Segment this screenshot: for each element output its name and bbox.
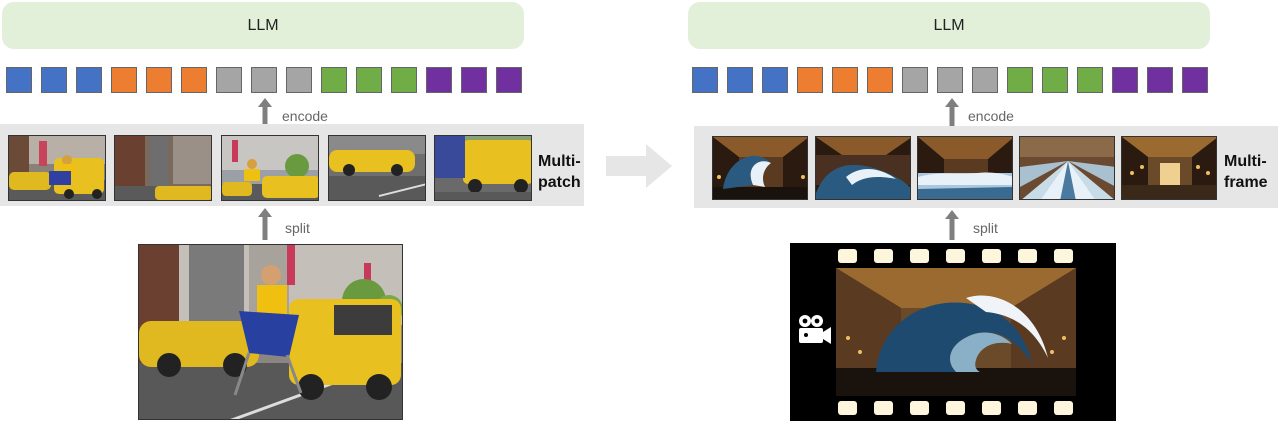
right-token (902, 67, 928, 93)
right-split-label: split (973, 220, 998, 236)
top-sprocket-hole (1018, 249, 1037, 263)
left-band-label-line1: Multi- (538, 153, 581, 170)
left-token (356, 67, 382, 93)
left-token (496, 67, 522, 93)
right-encode-label: encode (968, 108, 1014, 124)
source-image (138, 244, 403, 420)
patch-thumbnail-2 (114, 135, 212, 201)
right-token (727, 67, 753, 93)
right-token (797, 67, 823, 93)
movie-camera-icon (799, 315, 831, 344)
left-token (391, 67, 417, 93)
right-band-label-line2: frame (1224, 174, 1268, 191)
patch-thumbnail-5 (434, 135, 532, 201)
patch-thumbnail-3 (221, 135, 319, 201)
left-split-label: split (285, 220, 310, 236)
right-llm-label: LLM (933, 16, 965, 34)
right-token (692, 67, 718, 93)
left-token (426, 67, 452, 93)
left-llm-label: LLM (247, 16, 279, 34)
left-band-label-line2: patch (538, 174, 581, 191)
right-token (762, 67, 788, 93)
film-strip (790, 243, 1116, 421)
left-token (251, 67, 277, 93)
left-band-label: Multi- patch (538, 151, 581, 193)
left-split-arrow-icon (258, 208, 272, 240)
left-token (321, 67, 347, 93)
left-token (41, 67, 67, 93)
bottom-sprocket-hole (874, 401, 893, 415)
top-sprocket-hole (946, 249, 965, 263)
film-frame-image (836, 268, 1076, 396)
film-sprockets-bottom (790, 395, 1116, 421)
top-sprocket-hole (838, 249, 857, 263)
top-sprocket-hole (982, 249, 1001, 263)
right-token (1007, 67, 1033, 93)
right-token (972, 67, 998, 93)
frame-thumbnail-3 (917, 136, 1013, 200)
bottom-sprocket-hole (838, 401, 857, 415)
left-encode-label: encode (282, 108, 328, 124)
bottom-sprocket-hole (910, 401, 929, 415)
left-token (461, 67, 487, 93)
frame-thumbnail-4 (1019, 136, 1115, 200)
right-band-label: Multi- frame (1224, 151, 1268, 193)
right-token (1182, 67, 1208, 93)
left-token (76, 67, 102, 93)
patch-thumbnail-1 (8, 135, 106, 201)
right-split-arrow-icon (945, 210, 959, 240)
right-token (1147, 67, 1173, 93)
bottom-sprocket-hole (1054, 401, 1073, 415)
right-token (937, 67, 963, 93)
left-token (181, 67, 207, 93)
patch-thumbnail-4 (328, 135, 426, 201)
bottom-sprocket-hole (982, 401, 1001, 415)
right-arrow-icon (606, 144, 672, 188)
left-token (146, 67, 172, 93)
right-band-label-line1: Multi- (1224, 153, 1267, 170)
top-sprocket-hole (874, 249, 893, 263)
bottom-sprocket-hole (1018, 401, 1037, 415)
film-sprockets-top (790, 243, 1116, 269)
frame-thumbnail-1 (712, 136, 808, 200)
right-encode-arrow-icon (945, 98, 959, 128)
left-token (6, 67, 32, 93)
right-token (1042, 67, 1068, 93)
left-llm-box: LLM (2, 2, 524, 49)
right-token (1077, 67, 1103, 93)
right-llm-box: LLM (688, 2, 1210, 49)
right-token (867, 67, 893, 93)
top-sprocket-hole (910, 249, 929, 263)
bottom-sprocket-hole (946, 401, 965, 415)
right-token (832, 67, 858, 93)
left-token (286, 67, 312, 93)
right-token (1112, 67, 1138, 93)
frame-thumbnail-2 (815, 136, 911, 200)
left-encode-arrow-icon (258, 98, 272, 128)
left-token (216, 67, 242, 93)
top-sprocket-hole (1054, 249, 1073, 263)
frame-thumbnail-5 (1121, 136, 1217, 200)
left-token (111, 67, 137, 93)
